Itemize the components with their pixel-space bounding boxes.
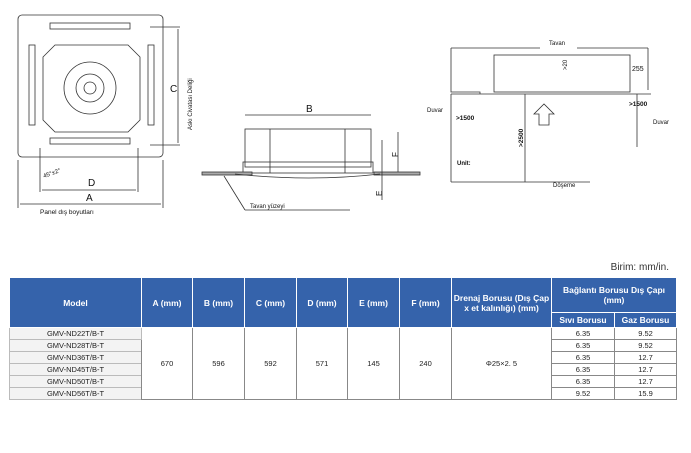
angle-label: 45°±2° — [43, 168, 63, 180]
e-value: 145 — [347, 327, 400, 400]
c-value: 592 — [244, 327, 297, 400]
installation-space-diagram — [450, 47, 651, 183]
label-a: A — [86, 193, 93, 204]
hanger-bolt-label: Askı Civatası Deliği — [188, 78, 194, 130]
header-d: D (mm) — [296, 277, 348, 328]
gas-cell: 15.9 — [614, 387, 677, 400]
wall-left-label: Duvar — [427, 108, 443, 114]
gas-cell: 9.52 — [614, 327, 677, 340]
table-row: GMV-ND22T/B-T 670 596 592 571 145 240 Φ2… — [9, 327, 677, 400]
gas-cell: 12.7 — [614, 351, 677, 364]
panel-caption: Panel dış boyutları — [40, 209, 94, 216]
min-gap-label: >20 — [563, 59, 569, 70]
liquid-cell: 6.35 — [551, 375, 615, 388]
wall-right-label: Duvar — [653, 120, 669, 126]
label-b: B — [306, 104, 313, 115]
model-cell: GMV-ND56T/B-T — [9, 387, 142, 400]
technical-drawings: C Askı Civatası Deliği D A 45°±2° Panel … — [17, 14, 669, 216]
model-cell: GMV-ND22T/B-T — [9, 327, 142, 340]
header-connection: Bağlantı Borusu Dış Çapı (mm) — [551, 277, 677, 313]
ceiling-label: Tavan — [549, 41, 565, 47]
unit-label: Unit: — [457, 161, 471, 167]
liquid-cell: 6.35 — [551, 351, 615, 364]
liquid-cell: 6.35 — [551, 363, 615, 376]
side-view-diagram — [201, 114, 421, 211]
d-value: 571 — [296, 327, 348, 400]
left-clearance-label: >1500 — [456, 115, 475, 122]
height-label: 255 — [632, 66, 644, 73]
header-f: F (mm) — [399, 277, 452, 328]
model-cell: GMV-ND28T/B-T — [9, 339, 142, 352]
right-clearance-label: >1500 — [629, 101, 648, 108]
header-drain: Drenaj Borusu (Dış Çap x et kalınlığı) (… — [451, 277, 552, 328]
model-cell: GMV-ND50T/B-T — [9, 375, 142, 388]
top-view-diagram — [17, 14, 180, 208]
spec-table: Model A (mm) B (mm) C (mm) D (mm) E (mm)… — [9, 277, 677, 400]
model-cell: GMV-ND36T/B-T — [9, 351, 142, 364]
floor-height-label: >2500 — [518, 128, 525, 147]
model-cell: GMV-ND45T/B-T — [9, 363, 142, 376]
drain-value: Φ25×2. 5 — [451, 327, 552, 400]
label-c: C — [170, 84, 177, 95]
header-e: E (mm) — [347, 277, 400, 328]
gas-cell: 9.52 — [614, 339, 677, 352]
b-value: 596 — [192, 327, 245, 400]
header-b: B (mm) — [192, 277, 245, 328]
header-model: Model — [9, 277, 142, 328]
floor-label: Döşeme — [553, 183, 576, 189]
a-value: 670 — [141, 327, 193, 400]
gas-cell: 12.7 — [614, 375, 677, 388]
header-a: A (mm) — [141, 277, 193, 328]
liquid-cell: 6.35 — [551, 339, 615, 352]
ceiling-surface-label: Tavan yüzeyi — [250, 204, 285, 210]
gas-cell: 12.7 — [614, 363, 677, 376]
f-value: 240 — [399, 327, 452, 400]
liquid-cell: 9.52 — [551, 387, 615, 400]
header-liquid: Sıvı Borusu — [551, 312, 615, 328]
header-gas: Gaz Borusu — [614, 312, 677, 328]
label-d: D — [88, 178, 95, 189]
liquid-cell: 6.35 — [551, 327, 615, 340]
header-c: C (mm) — [244, 277, 297, 328]
unit-note: Birim: mm/in. — [610, 262, 669, 273]
label-f: F — [391, 152, 400, 157]
label-e: E — [375, 191, 384, 196]
